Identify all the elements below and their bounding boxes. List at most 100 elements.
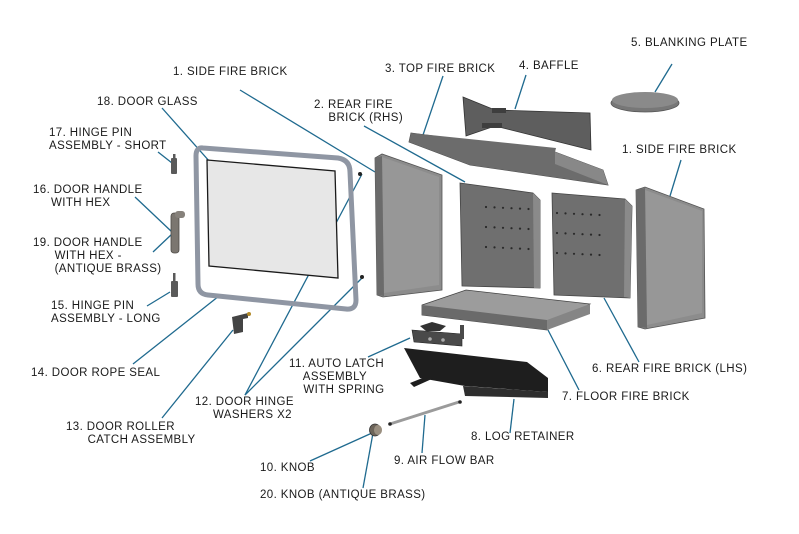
door-roller-catch: [232, 313, 248, 334]
label-door-handle-hex: 16. DOOR HANDLE WITH HEX: [33, 184, 143, 209]
top-fire-brick: [408, 132, 609, 186]
label-hinge-pin-long: 15. HINGE PIN ASSEMBLY - LONG: [51, 300, 161, 325]
door-hardware: [170, 154, 251, 334]
leader-air-flow-bar: [421, 414, 426, 454]
vent-hole: [598, 213, 601, 217]
leader-roller-catch: [161, 329, 234, 419]
vent-hole: [484, 245, 488, 249]
leader-log-retainer: [509, 398, 515, 434]
vent-hole: [484, 205, 488, 209]
vent-hole: [581, 253, 584, 256]
rear-fire-brick-lhs: [551, 192, 633, 299]
leader-side-fire-brick-right: [669, 159, 682, 197]
door-assembly: [193, 145, 364, 312]
baffle: [462, 96, 592, 151]
vent-hole: [484, 225, 488, 229]
vent-hole: [598, 253, 601, 257]
label-side-fire-brick-left: 1. SIDE FIRE BRICK: [173, 66, 288, 78]
vent-hole: [564, 212, 567, 215]
vent-hole: [598, 233, 601, 237]
label-side-fire-brick-right: 1. SIDE FIRE BRICK: [622, 144, 737, 156]
vent-hole: [555, 231, 559, 235]
door-handle-hex: [170, 212, 180, 254]
label-roller-catch: 13. DOOR ROLLER CATCH ASSEMBLY: [66, 421, 196, 446]
leader-blanking-plate: [654, 63, 673, 93]
leader-hinge-pin-short: [157, 151, 173, 164]
leader-knob-brass: [362, 432, 374, 489]
label-hinge-pin-short: 17. HINGE PIN ASSEMBLY - SHORT: [49, 127, 167, 152]
vent-hole: [493, 206, 496, 209]
knob: [369, 423, 382, 437]
rear-fire-brick-rhs: [459, 182, 541, 289]
vent-hole: [555, 211, 559, 215]
vent-hole: [555, 251, 559, 255]
vent-hole: [589, 213, 593, 216]
blanking-plate: [610, 92, 680, 113]
leader-side-fire-brick-left: [239, 89, 376, 173]
door-glass: [206, 159, 339, 279]
vent-hole: [581, 213, 584, 216]
vent-hole: [518, 247, 522, 250]
label-blanking-plate: 5. BLANKING PLATE: [631, 37, 748, 49]
leader-hinge-washer-2: [244, 277, 363, 396]
vent-hole: [501, 246, 505, 249]
vent-hole: [501, 206, 505, 209]
vent-hole: [572, 212, 576, 215]
label-door-rope-seal: 14. DOOR ROPE SEAL: [31, 367, 161, 379]
vent-hole: [518, 207, 522, 210]
leader-hinge-pin-long: [146, 291, 171, 307]
auto-latch-assembly: [411, 322, 464, 347]
vent-hole: [510, 247, 513, 250]
label-door-glass: 18. DOOR GLASS: [97, 96, 198, 108]
rear-brick-vent-holes: [484, 205, 601, 257]
side-fire-brick-left: [374, 153, 443, 298]
vent-hole: [527, 227, 530, 231]
leader-baffle: [514, 74, 527, 110]
vent-hole: [572, 232, 576, 235]
vent-hole: [589, 233, 593, 236]
hinge-pin-short-tip: [173, 154, 176, 159]
leader-auto-latch: [367, 337, 411, 358]
vent-hole: [527, 207, 530, 211]
label-hinge-washers: 12. DOOR HINGE WASHERS X2: [195, 396, 294, 421]
leader-rear-fire-brick-lhs: [603, 297, 640, 363]
air-flow-bar: [388, 400, 462, 426]
label-air-flow-bar: 9. AIR FLOW BAR: [394, 455, 495, 467]
label-log-retainer: 8. LOG RETAINER: [471, 431, 575, 443]
label-door-handle-brass: 19. DOOR HANDLE WITH HEX - (ANTIQUE BRAS…: [33, 237, 162, 275]
leader-floor-fire-brick: [547, 329, 580, 391]
leader-door-handle-brass: [152, 233, 173, 253]
hinge-pin-long-tip: [173, 273, 176, 282]
vent-hole: [564, 232, 567, 235]
leader-top-fire-brick: [422, 75, 444, 136]
hinge-washer-bottom: [360, 275, 364, 279]
vent-hole: [527, 247, 530, 251]
vent-hole: [510, 227, 513, 230]
label-rear-fire-brick-lhs: 6. REAR FIRE BRICK (LHS): [592, 363, 748, 375]
hinge-pin-short: [171, 158, 177, 174]
hinge-pin-long: [171, 281, 178, 297]
label-knob-brass: 20. KNOB (ANTIQUE BRASS): [260, 489, 426, 501]
label-floor-fire-brick: 7. FLOOR FIRE BRICK: [562, 391, 690, 403]
hinge-washer-top: [358, 172, 362, 176]
vent-hole: [572, 252, 576, 255]
vent-hole: [493, 246, 496, 249]
leader-door-rope-seal: [132, 295, 220, 365]
label-baffle: 4. BAFFLE: [519, 60, 579, 72]
label-auto-latch: 11. AUTO LATCH ASSEMBLY WITH SPRING: [289, 358, 385, 396]
leader-hinge-washer-1: [244, 173, 363, 396]
leader-rear-fire-brick-rhs: [363, 125, 466, 183]
vent-hole: [493, 226, 496, 229]
leader-door-handle-hex: [134, 196, 173, 233]
vent-hole: [581, 233, 584, 236]
log-retainer: [404, 348, 548, 398]
door-roller-catch-wheel: [247, 312, 251, 316]
vent-hole: [564, 252, 567, 255]
vent-hole: [589, 253, 593, 256]
vent-hole: [518, 227, 522, 230]
label-rear-fire-brick-rhs: 2. REAR FIRE BRICK (RHS): [314, 99, 404, 124]
leader-knob: [309, 432, 373, 462]
door-handle-hex-top: [175, 211, 185, 218]
side-fire-brick-right: [635, 186, 706, 330]
vent-hole: [501, 226, 505, 229]
